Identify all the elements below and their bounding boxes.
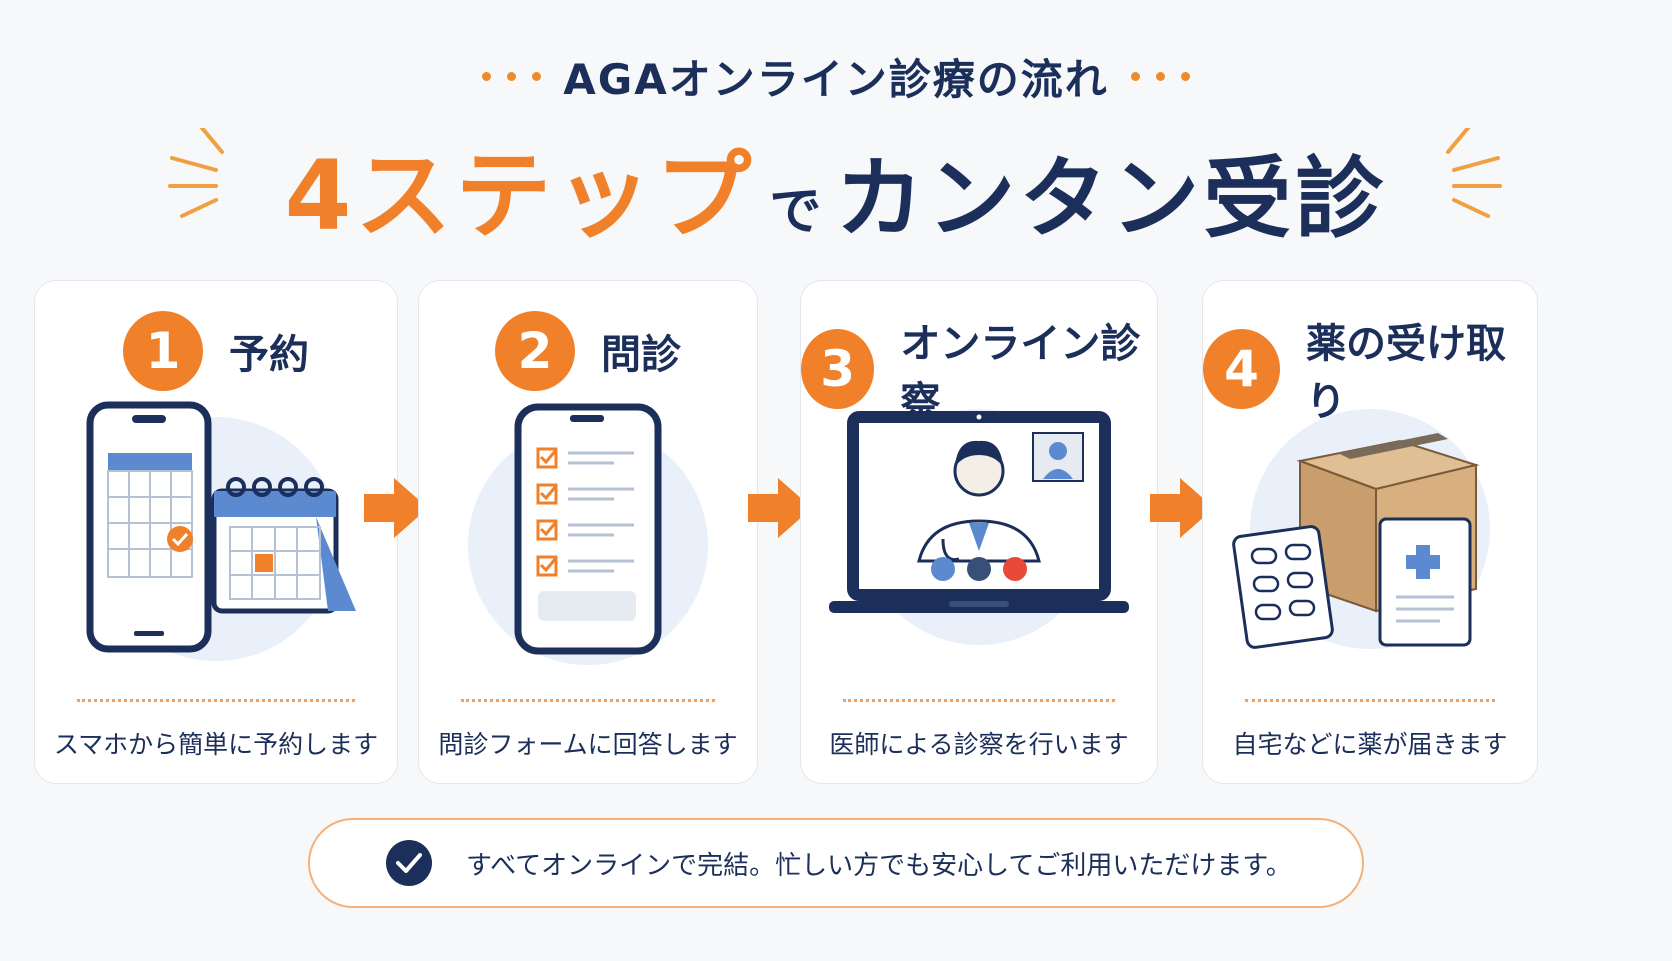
step-number-badge: 3 xyxy=(801,329,875,409)
footer-text: すべてオンラインで完結。忙しい方でも安心してご利用いただけます。 xyxy=(466,850,1292,881)
step-title: 予約 xyxy=(229,332,309,378)
page-subtitle: AGAオンライン診療の流れ xyxy=(563,55,1109,104)
burst-right-icon xyxy=(1446,128,1502,218)
step-header: 1 予約 xyxy=(35,311,397,391)
questionnaire-phone-icon xyxy=(468,403,708,665)
medicine-package-icon xyxy=(1232,409,1490,649)
headline-steps: 4ステップ xyxy=(284,140,756,252)
video-call-laptop-icon xyxy=(829,409,1129,645)
headline-easy: カンタン受診 xyxy=(835,147,1388,250)
step-number-badge: 2 xyxy=(495,311,575,391)
step-card-1: 1 予約 xyxy=(34,280,398,784)
step-description: 医師による診察を行います xyxy=(829,730,1129,759)
step-header: 2 問診 xyxy=(419,311,757,391)
step-illustration xyxy=(1203,401,1537,961)
step-description: 自宅などに薬が届きます xyxy=(1232,730,1508,759)
step-number-badge: 1 xyxy=(123,311,203,391)
headline-row: 4ステップ で カンタン受診 xyxy=(0,118,1672,257)
step-description: スマホから簡単に予約します xyxy=(53,730,379,759)
subtitle-row: AGAオンライン診療の流れ xyxy=(0,46,1672,107)
step-header: 4 薬の受け取り xyxy=(1203,311,1537,427)
step-illustration xyxy=(801,401,1157,961)
step-number-badge: 4 xyxy=(1203,329,1280,409)
page-title: 4ステップ で カンタン受診 xyxy=(285,118,1388,257)
step-card-3: 3 オンライン診察 医師による診察を行います xyxy=(800,280,1158,784)
step-card-2: 2 問診 問診フ xyxy=(418,280,758,784)
divider xyxy=(461,699,715,702)
check-circle-icon xyxy=(386,840,432,886)
step-card-4: 4 薬の受け取り 自宅などに薬が届きます xyxy=(1202,280,1538,784)
step-title: 薬の受け取り xyxy=(1306,321,1506,425)
step-description: 問診フォームに回答します xyxy=(438,730,738,759)
phone-calendar-icon xyxy=(86,401,356,661)
decor-dots-left xyxy=(482,72,542,81)
decor-dots-right xyxy=(1130,72,1190,81)
divider xyxy=(843,699,1115,702)
arrow-right-icon xyxy=(748,478,812,538)
divider xyxy=(1245,699,1495,702)
step-illustration xyxy=(35,401,397,961)
step-title: 問診 xyxy=(601,332,681,378)
arrow-right-icon xyxy=(1150,478,1214,538)
arrow-right-icon xyxy=(364,478,428,538)
burst-left-icon xyxy=(168,128,224,218)
footer-note: すべてオンラインで完結。忙しい方でも安心してご利用いただけます。 xyxy=(308,818,1364,908)
divider xyxy=(77,699,355,702)
headline-particle: で xyxy=(769,182,822,242)
step-illustration xyxy=(419,401,757,961)
